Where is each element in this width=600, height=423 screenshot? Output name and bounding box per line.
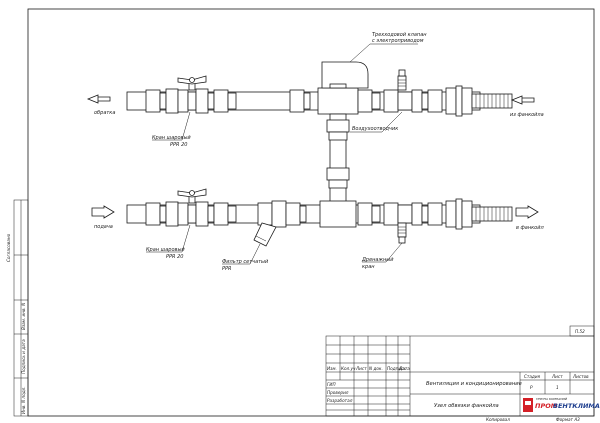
sign-date-label: Подпись и дата — [21, 339, 26, 374]
ball-valve-bot-label-2: PPR 20 — [166, 254, 183, 260]
format-label: Формат А3 — [556, 417, 580, 422]
supply-line — [126, 188, 513, 247]
ball-valve-bot-label-1: Кран шаровый — [146, 247, 185, 253]
agreed-label: Согласовано — [6, 233, 11, 262]
inv-repl-label: Взам. инв. N — [21, 302, 26, 330]
title-block: П.52 Изм. Кол.уч Лист N док. Подпись Дат… — [325, 325, 600, 417]
company-name-a: ПРОМ — [535, 402, 558, 410]
project-name: Вентиляция и кондиционирование — [426, 381, 522, 387]
to-coil-label: в фанкойл — [516, 225, 544, 231]
sheet-value: 1 — [556, 385, 559, 390]
drain-label-1: Дренажный — [361, 257, 394, 263]
ball-valve-top-label-1: Кран шаровый — [152, 135, 191, 141]
hdr-date: Дата — [398, 366, 410, 371]
sheets-label: Листов — [572, 374, 589, 379]
hdr-izm: Изм. — [327, 366, 337, 371]
stage-value: Р — [530, 385, 533, 390]
annotations: обратка из фанкойла подача в фанкойл Тре… — [94, 32, 544, 272]
copied-label: Копировал — [486, 417, 510, 422]
flow-arrows — [86, 94, 539, 219]
stage-label: Стадия — [524, 374, 541, 379]
hdr-list: Лист — [355, 366, 367, 371]
side-stamp: Согласовано Взам. инв. N Подпись и дата … — [6, 199, 29, 417]
inv-orig-label: Инв. N подл. — [21, 386, 26, 414]
role-gip: ГИП — [327, 382, 336, 387]
air-vent-label: Воздухоотводчик — [352, 126, 398, 132]
role-developed: Разработал — [327, 398, 353, 403]
company-small: ГРУППА КОМПАНИЙ — [536, 396, 568, 401]
filter-label-1: Фильтр сетчатый — [222, 259, 269, 265]
valve-3way-label-2: с электроприводом — [372, 38, 424, 44]
sheet-label: Лист — [551, 374, 563, 379]
filter-label-2: PPR — [222, 266, 232, 272]
drawing-code: П.52 — [575, 329, 585, 334]
supply-out-label: подача — [94, 224, 113, 230]
from-coil-label: из фанкойла — [510, 112, 544, 118]
hdr-ndoc: N док. — [369, 366, 383, 371]
valve-3way-label-1: Трехходовой клапан — [372, 32, 427, 38]
hdr-kol: Кол.уч — [341, 366, 356, 371]
hdr-sign: Подпись — [387, 366, 406, 371]
company-logo: ГРУППА КОМПАНИЙ ПРОМ ВЕНТКЛИМАТ — [523, 396, 600, 412]
return-line — [126, 61, 513, 205]
return-in-label: обратка — [94, 110, 115, 116]
drain-label-2: кран — [362, 264, 375, 270]
ball-valve-top-label-2: PPR 20 — [170, 142, 187, 148]
sheet-title: Узел обвязки фанкойла — [434, 403, 499, 409]
role-checked: Проверил — [327, 390, 349, 395]
company-name-b: ВЕНТКЛИМАТ — [553, 402, 600, 410]
